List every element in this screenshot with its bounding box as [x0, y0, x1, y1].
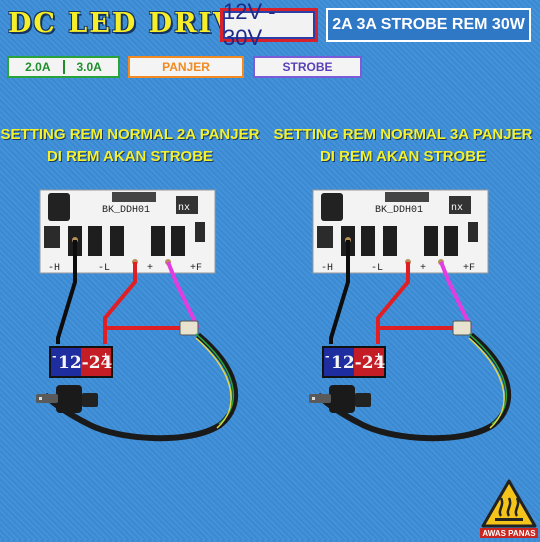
hot-surface-warning: AWAS PANAS: [480, 478, 538, 538]
board-nx-left: nx: [178, 203, 190, 214]
spec-badge: 2A 3A STROBE REM 30W: [326, 8, 531, 42]
amp-divider: [62, 60, 65, 74]
setting-caption-right: SETTING REM NORMAL 3A PANJER DI REM AKAN…: [273, 124, 533, 168]
setting-right-line1: SETTING REM NORMAL 3A PANJER: [273, 126, 533, 143]
hot-surface-warning-icon: AWAS PANAS: [480, 479, 538, 538]
pin-plus-right: +: [420, 263, 426, 274]
amp-high-label: 3.0A: [76, 60, 102, 74]
board-nx-right: nx: [451, 203, 463, 214]
battery-minus-left: -: [52, 350, 57, 363]
warning-label: AWAS PANAS: [482, 529, 536, 538]
pin-l-right: -L: [371, 263, 383, 274]
setting-right-line2: DI REM AKAN STROBE: [319, 148, 487, 165]
setting-left-line1: SETTING REM NORMAL 2A PANJER: [0, 126, 260, 143]
amp-low-label: 2.0A: [25, 60, 51, 74]
diagram-left: BK_DDH01 nx -H -L + +F 12-24 - +: [36, 190, 235, 438]
battery-minus-right: -: [325, 350, 330, 363]
board-label-right: BK_DDH01: [375, 205, 423, 216]
pin-h-right: -H: [321, 263, 333, 274]
pin-h-left: -H: [48, 263, 60, 274]
battery-label-left: 12-24: [58, 353, 113, 373]
setting-left-line2: DI REM AKAN STROBE: [46, 148, 214, 165]
battery-plus-left: +: [101, 350, 110, 363]
diagram-right: BK_DDH01 nx -H -L + +F 12-24 - +: [309, 190, 508, 438]
pin-f-right: +F: [463, 263, 475, 274]
battery-plus-right: +: [374, 350, 383, 363]
pin-l-left: -L: [98, 263, 110, 274]
amp-legend: 2.0A 3.0A: [7, 56, 120, 78]
setting-caption-left: SETTING REM NORMAL 2A PANJER DI REM AKAN…: [0, 124, 260, 168]
board-label-left: BK_DDH01: [102, 205, 150, 216]
pin-plus-left: +: [147, 263, 153, 274]
battery-label-right: 12-24: [331, 353, 386, 373]
panjer-legend: PANJER: [128, 56, 244, 78]
pin-f-left: +F: [190, 263, 202, 274]
strobe-legend: STROBE: [253, 56, 362, 78]
